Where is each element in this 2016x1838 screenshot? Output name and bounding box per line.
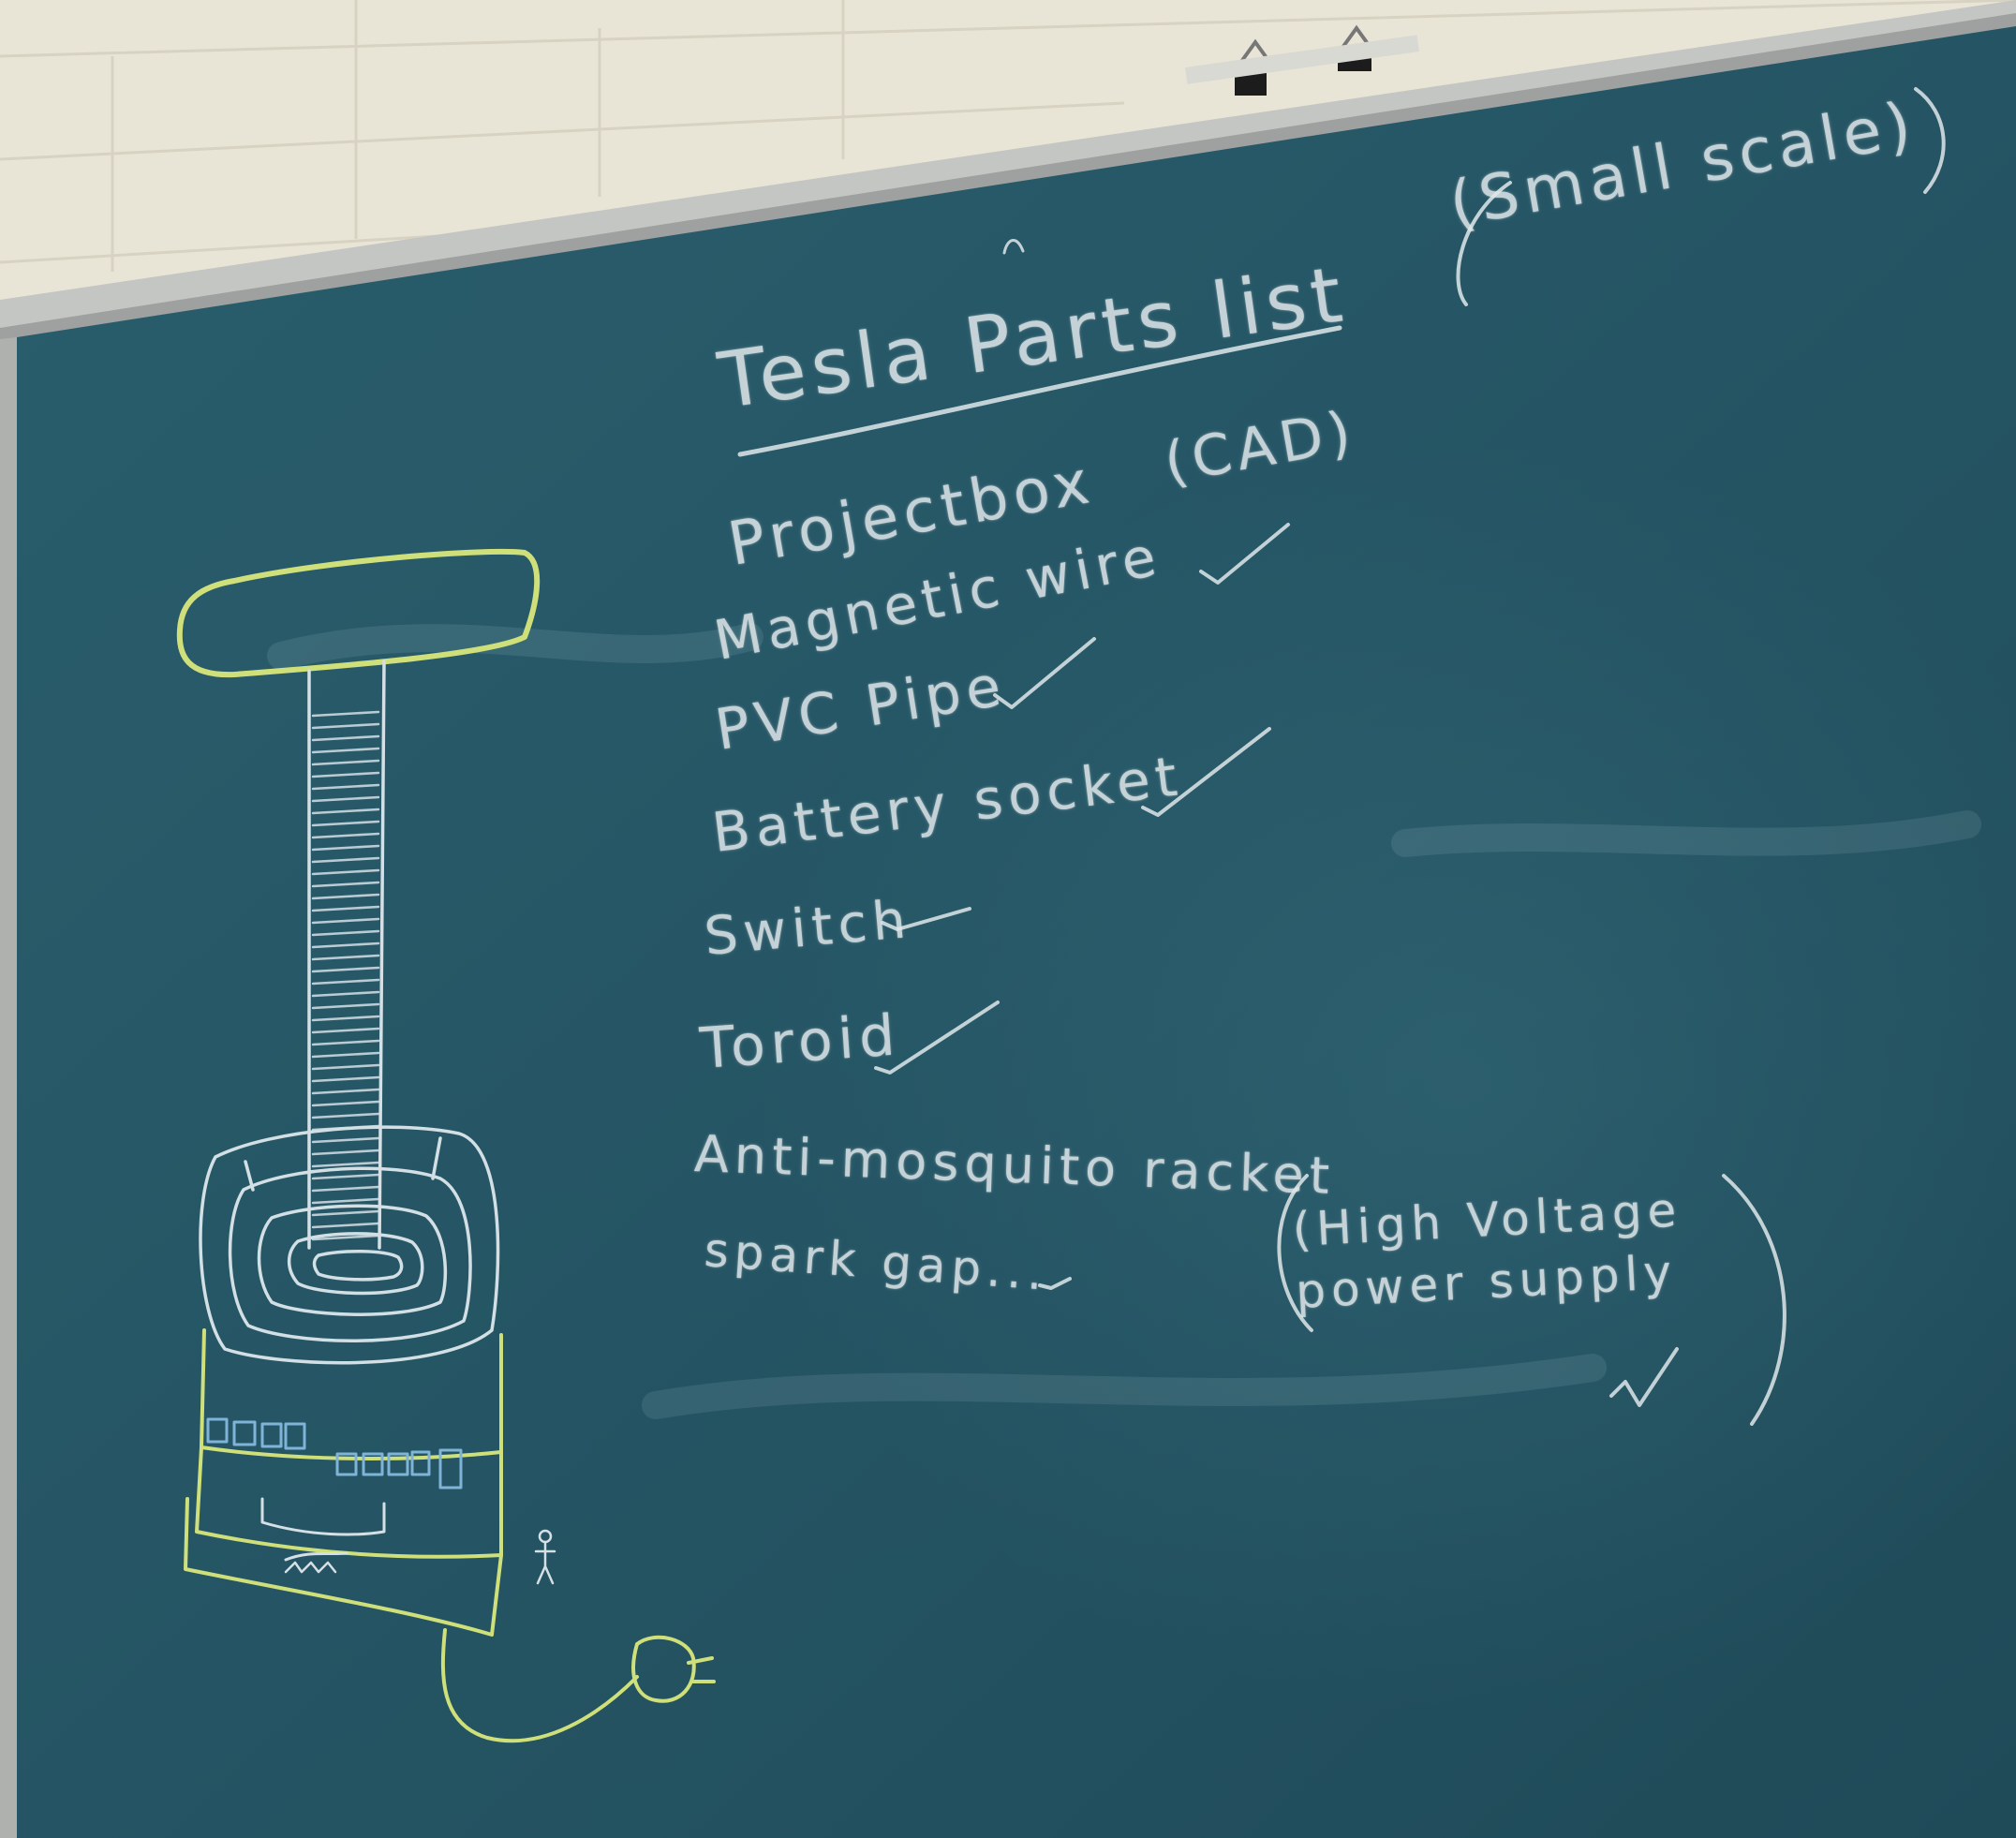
board-side-frame bbox=[0, 337, 17, 1838]
coil-winding-line bbox=[311, 1075, 380, 1083]
coil-winding-line bbox=[311, 917, 380, 925]
coil-winding-line bbox=[311, 747, 380, 754]
coil-winding-line bbox=[311, 941, 380, 949]
coil-winding-line bbox=[311, 1173, 380, 1180]
coil-winding-line bbox=[311, 893, 380, 900]
coil-winding-line bbox=[311, 978, 380, 986]
note-open-paren bbox=[1277, 1174, 1313, 1332]
stick-figure-drawing bbox=[534, 1529, 556, 1585]
coil-winding-line bbox=[311, 710, 380, 718]
coil-winding-line bbox=[311, 1222, 380, 1229]
checkmark-icon bbox=[1141, 727, 1271, 817]
cinder-block-wall bbox=[0, 0, 2016, 272]
title-caret bbox=[1002, 239, 1025, 255]
coil-winding-line bbox=[311, 1149, 380, 1156]
battery-cells-drawing bbox=[206, 1417, 463, 1490]
coil-winding-line bbox=[311, 1015, 380, 1022]
list-item-toroid: Toroid bbox=[698, 1002, 903, 1082]
title-underline bbox=[737, 325, 1342, 457]
coil-winding-line bbox=[311, 1209, 380, 1217]
coil-winding-line bbox=[311, 844, 380, 852]
coil-winding-line bbox=[311, 966, 380, 973]
checkmark-icon bbox=[874, 1001, 1000, 1075]
tesla-coil-sketch bbox=[176, 548, 716, 1743]
coil-winding-line bbox=[311, 832, 380, 839]
coil-winding-line bbox=[311, 1063, 380, 1071]
coil-winding-line bbox=[311, 881, 380, 888]
coil-winding-line bbox=[311, 771, 380, 778]
coil-winding-line bbox=[311, 1197, 380, 1205]
coil-winding-line bbox=[311, 1234, 380, 1241]
coil-winding-line bbox=[311, 1027, 380, 1034]
list-item-anti-mosquito-racket-note: (High Voltage power supply bbox=[1291, 1182, 1683, 1320]
secondary-coil-drawing bbox=[307, 660, 386, 1250]
coil-winding-line bbox=[311, 954, 380, 961]
coil-winding-line bbox=[311, 1051, 380, 1059]
primary-coil-drawing bbox=[199, 1125, 500, 1365]
coil-winding-line bbox=[311, 1136, 380, 1144]
coil-winding-line bbox=[311, 1185, 380, 1193]
coil-winding-line bbox=[311, 1039, 380, 1046]
coil-winding-line bbox=[311, 1112, 380, 1119]
coil-winding-line bbox=[311, 820, 380, 827]
coil-winding-line bbox=[311, 1100, 380, 1107]
note-close-paren bbox=[1722, 1174, 1786, 1426]
coil-winding-line bbox=[311, 795, 380, 803]
checkmark-icon bbox=[1038, 1277, 1072, 1290]
coil-winding-line bbox=[311, 929, 380, 937]
coil-winding-line bbox=[311, 722, 380, 730]
power-plug-icon bbox=[440, 1628, 716, 1743]
checkmark-icon bbox=[1609, 1347, 1679, 1407]
coil-winding-line bbox=[311, 808, 380, 815]
coil-winding-line bbox=[311, 783, 380, 791]
title-close-paren bbox=[1914, 87, 1946, 194]
toroid-drawing bbox=[176, 548, 541, 678]
checkmark-icon bbox=[881, 907, 971, 931]
coil-winding-line bbox=[311, 990, 380, 998]
coil-winding-line bbox=[311, 905, 380, 912]
title-open-paren bbox=[1456, 181, 1512, 306]
coil-winding-line bbox=[311, 856, 380, 864]
coil-winding-line bbox=[311, 734, 380, 742]
coil-winding-line bbox=[311, 1088, 380, 1095]
coil-winding-line bbox=[311, 868, 380, 876]
coil-winding-line bbox=[311, 1002, 380, 1010]
coil-winding-line bbox=[311, 759, 380, 766]
checkmark-icon bbox=[993, 637, 1096, 709]
checkmark-icon bbox=[1199, 523, 1290, 585]
coil-winding-line bbox=[311, 1161, 380, 1168]
